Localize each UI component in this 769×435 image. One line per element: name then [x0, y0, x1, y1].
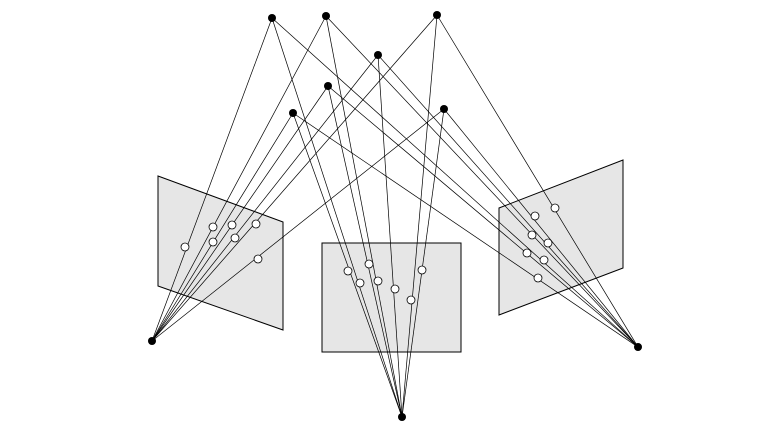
camera-center — [634, 343, 642, 351]
ray — [377, 54, 403, 418]
ray — [151, 112, 294, 342]
camera-centers — [148, 337, 642, 421]
projected-point — [230, 233, 240, 243]
scene-point — [324, 82, 332, 90]
scene-point — [268, 14, 276, 22]
ray — [325, 15, 639, 348]
projected-point — [343, 266, 353, 276]
ray — [271, 17, 403, 418]
projected-point — [417, 265, 427, 275]
projected-points — [180, 203, 560, 305]
projected-point — [406, 295, 416, 305]
projected-point — [180, 242, 190, 252]
projected-point — [253, 254, 263, 264]
ray — [292, 112, 403, 418]
projected-point — [364, 259, 374, 269]
ray — [401, 108, 445, 418]
projected-point — [530, 211, 540, 221]
projected-point — [355, 278, 365, 288]
projected-point — [251, 219, 261, 229]
projected-point — [208, 222, 218, 232]
projected-point — [390, 284, 400, 294]
ray — [377, 54, 639, 348]
scene-point — [433, 11, 441, 19]
scene-points — [268, 11, 448, 117]
projected-point — [227, 220, 237, 230]
camera-center — [148, 337, 156, 345]
projected-point — [208, 237, 218, 247]
projected-point — [550, 203, 560, 213]
ray — [443, 108, 639, 348]
ray — [292, 112, 639, 348]
ray — [151, 54, 379, 342]
scene-point — [322, 12, 330, 20]
projected-point — [539, 255, 549, 265]
ray — [271, 17, 639, 348]
projection-rays — [151, 14, 639, 418]
ray — [151, 15, 327, 342]
ray — [436, 14, 639, 348]
projected-point — [522, 248, 532, 258]
projected-point — [533, 273, 543, 283]
image-plane-right — [498, 159, 624, 316]
ray — [401, 14, 438, 418]
ray — [327, 85, 403, 418]
scene-point — [289, 109, 297, 117]
ray — [151, 14, 438, 342]
projected-point — [543, 238, 553, 248]
scene-point — [440, 105, 448, 113]
ray — [325, 15, 403, 418]
ray — [151, 108, 445, 342]
camera-center — [398, 413, 406, 421]
ray — [327, 85, 639, 348]
projected-point — [527, 230, 537, 240]
ray — [151, 17, 273, 342]
projected-point — [373, 276, 383, 286]
scene-point — [374, 51, 382, 59]
